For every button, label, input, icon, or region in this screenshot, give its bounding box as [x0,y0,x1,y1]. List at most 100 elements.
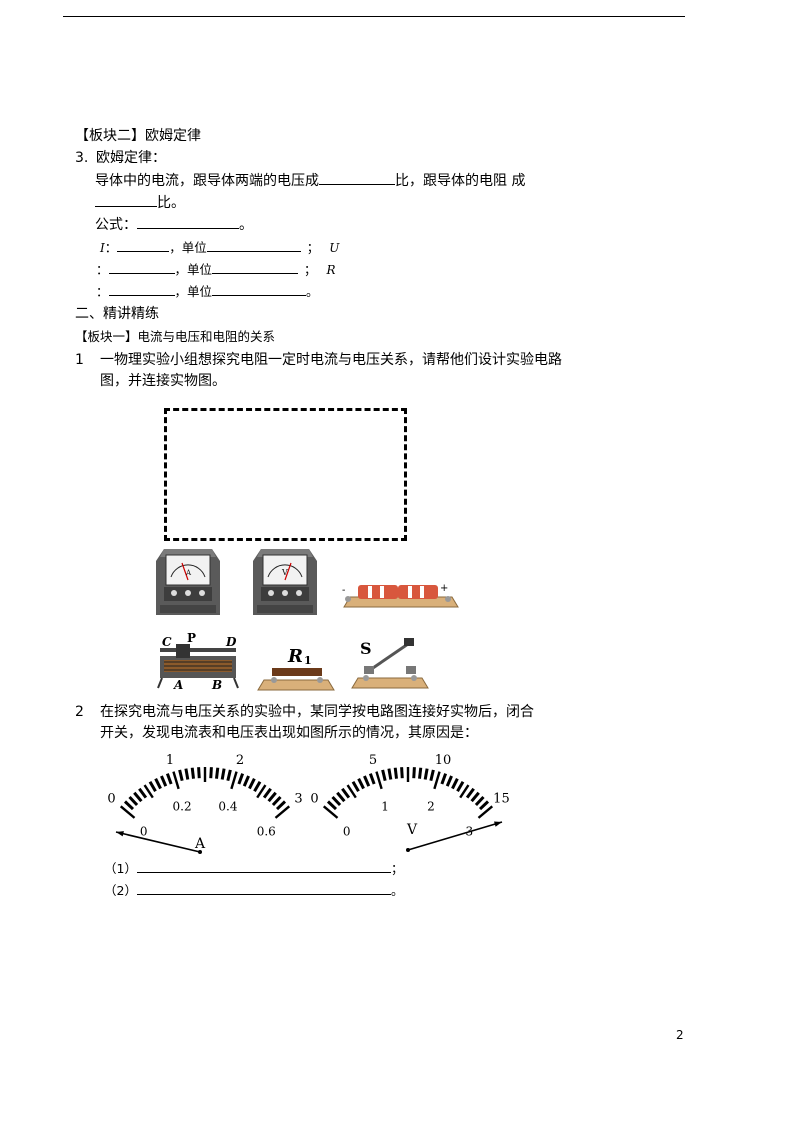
voltmeter-tick [331,795,342,807]
ammeter-tick [267,791,277,803]
ammeter-tick [256,784,267,799]
blank-u-name[interactable] [108,259,175,274]
battery-holder: - + [342,583,459,608]
blank-i-unit[interactable] [206,237,301,252]
symbol-line-2: ： ，单位 ； R [96,259,336,280]
resistor-device: R 1 [257,646,335,691]
blank-i-name[interactable] [117,237,170,252]
voltmeter-tick [451,778,459,790]
terminal [171,590,177,596]
voltmeter-tick [470,791,480,803]
item-title: 欧姆定律： [96,150,166,166]
terminal [199,590,205,596]
ammeter-tick [262,787,272,799]
ammeter-tick [184,768,190,780]
ammeter-tick [172,771,180,790]
block1-heading: 【板块一】电流与电压和电阻的关系 [75,329,276,344]
part-heading: 二、精讲精练 [75,306,159,322]
ammeter-letter: A [194,836,206,852]
answer-1-blank[interactable] [136,858,391,873]
q1-line2: 图，并连接实物图。 [100,373,226,389]
terminal [282,590,288,596]
ammeter-tick [128,795,139,807]
ammeter-tick [275,800,287,811]
ammeter-tick [160,775,168,787]
rheostat-label-a: A [173,678,183,692]
ohm-law-text-line2: 比。 [95,192,185,213]
ammeter-tick [215,767,220,779]
blank-u-unit[interactable] [212,259,299,274]
semicolon: ； [304,262,317,277]
q2-line2: 开关，发现电流表和电压表出现如图所示的情况，其原因是： [100,725,478,741]
voltmeter-device: V [253,549,317,615]
formula-end: 。 [239,217,253,233]
rheostat-label-p: P [187,631,196,645]
ammeter-inner-label: 0.4 [218,799,237,813]
ammeter-needle-head [116,831,124,837]
voltmeter-tick [445,775,453,787]
symbol-i: I [100,241,105,255]
ammeter-outer-label: 2 [236,753,244,768]
ammeter-tick [165,773,173,785]
colon: ： [96,262,109,277]
ammeter-needle [115,831,201,853]
text-c: 比。 [157,195,185,211]
formula-label: 公式： [95,217,137,233]
ammeter-inner-label: 0.2 [173,799,192,813]
q2-line1: 在探究电流与电压关系的实验中，某同学按电路图连接好实物后，闭合 [100,704,534,720]
voltmeter-tick [363,775,371,787]
voltmeter-tick [341,787,351,799]
voltmeter-tick [400,767,404,779]
unit-label: ，单位 [169,240,207,255]
colon: ： [96,284,109,299]
q1-line1: 一物理实验小组想探究电阻一定时电流与电压关系，请帮他们设计实验电路 [100,352,562,368]
answer-2-end: 。 [390,883,404,898]
voltmeter-tick [478,800,490,811]
switch-label: S [360,639,372,658]
voltmeter-inner-label: 2 [427,799,435,813]
circuit-diagram-box[interactable] [164,408,407,541]
symbol-r: R [326,263,336,277]
ammeter-tick [197,767,201,779]
unit-label: ，单位 [174,262,213,277]
voltmeter-outer-label: 15 [493,792,510,807]
answer-2-blank[interactable] [136,880,391,895]
ammeter-tick [271,795,282,807]
blank-r-name[interactable] [108,281,175,296]
switch-device: S [351,638,429,689]
formula-blank[interactable] [137,214,239,229]
ammeter-tick [154,778,162,790]
ammeter-inner-label: 0.6 [257,825,276,839]
voltmeter-tick [381,769,387,782]
voltmeter-tick [465,787,475,799]
voltmeter-pivot [406,848,410,852]
ammeter-tick [123,800,135,811]
blank-1[interactable] [319,170,395,185]
blank-r-unit[interactable] [212,281,307,296]
voltmeter-inner-label: 0 [343,825,351,839]
q2-number: 2 [75,704,84,720]
q1-number: 1 [75,352,84,368]
voltmeter-inner-label: 1 [381,799,389,813]
voltmeter-tick [368,773,376,785]
formula-line: 公式： 。 [95,214,253,235]
rheostat-label-d: D [225,635,237,649]
ammeter-outer-label: 3 [294,792,302,807]
ammeter-tick [230,771,238,790]
blank-2[interactable] [95,192,157,207]
voltmeter-tick [322,805,339,819]
svg-text:V: V [281,568,288,577]
voltmeter-tick [440,773,448,785]
voltmeter-tick [357,778,365,790]
symbol-line-1: I：，单位；U [100,237,339,258]
symbol-u: U [329,241,340,255]
rheostat-label-b: B [211,678,222,692]
ammeter-tick [248,778,256,790]
voltmeter-needle-head [494,821,502,827]
voltmeter-tick [477,805,494,819]
terminal [296,590,302,596]
ammeter-inner-label: 0 [140,825,148,839]
voltmeter-letter: V [406,822,418,838]
ammeter-outer-label: 1 [166,753,174,768]
